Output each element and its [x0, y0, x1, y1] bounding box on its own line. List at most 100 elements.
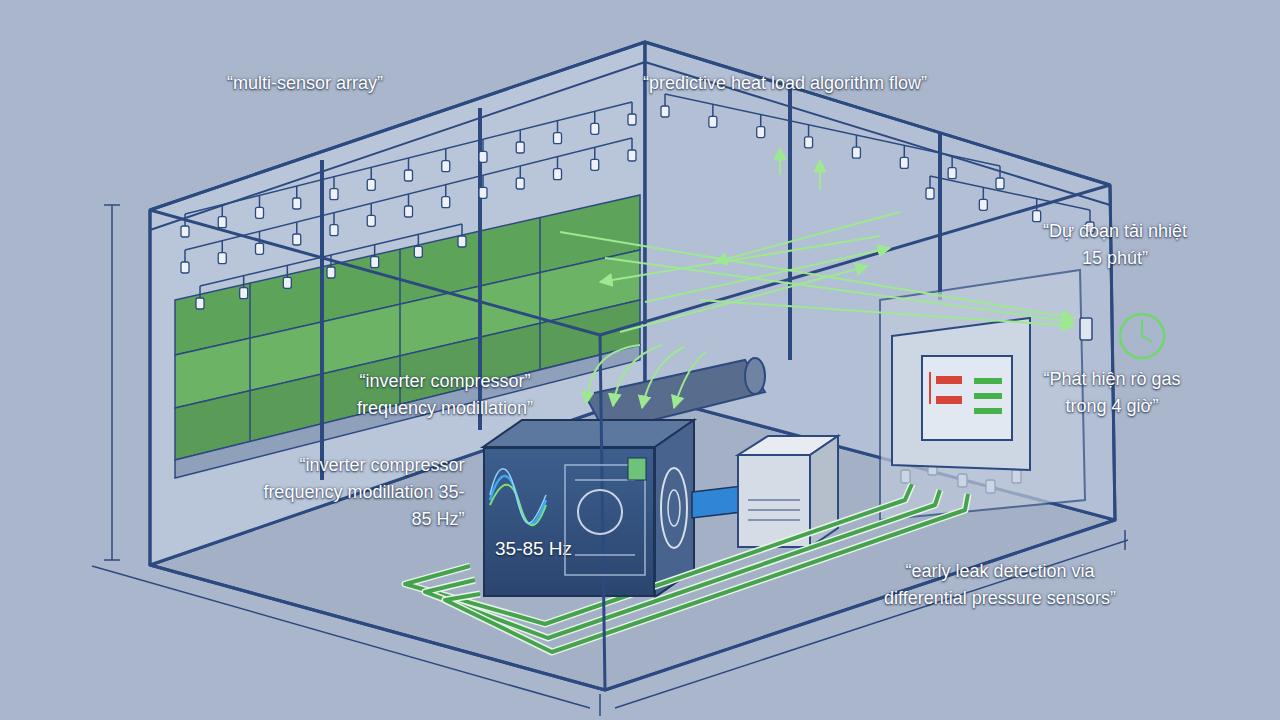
sensor-wire — [482, 139, 484, 151]
sensor-body — [327, 267, 335, 278]
sensor — [628, 102, 636, 125]
sensor-wire — [904, 145, 906, 157]
sensor — [709, 104, 717, 127]
sensor-body — [218, 217, 226, 228]
sensor-wire — [445, 149, 447, 161]
sensor-body — [240, 288, 248, 299]
sensor-wire — [760, 115, 762, 127]
sensor-body — [330, 225, 338, 236]
ceiling-rail — [150, 62, 645, 230]
compressor-side — [655, 420, 694, 597]
sensor-body — [591, 159, 599, 170]
shelf-divider — [539, 218, 541, 377]
sensor — [516, 166, 524, 189]
sensor-body — [805, 137, 813, 148]
sensor-wire — [557, 157, 559, 169]
clock-hand — [1141, 320, 1143, 336]
sensor-body — [900, 157, 908, 168]
sensor-body — [256, 243, 264, 254]
callout-label: “inverter compressor” frequency modillat… — [345, 368, 545, 422]
status-bar — [974, 378, 1002, 384]
sensor — [852, 135, 860, 158]
sensor-wire — [482, 175, 484, 187]
dimension-line — [615, 540, 1128, 708]
sensor — [218, 241, 226, 264]
sensor-body — [479, 187, 487, 198]
sensor-wire — [296, 222, 298, 234]
sensor — [330, 213, 338, 236]
sensor — [367, 167, 375, 190]
top-edge — [150, 42, 645, 210]
sensor-body — [709, 116, 717, 127]
unit-vent — [748, 510, 800, 511]
sensor-wire — [418, 234, 420, 246]
back-right-wall — [645, 42, 1115, 520]
sensor-wire — [557, 121, 559, 133]
sensor — [979, 187, 987, 210]
sensor-body — [442, 161, 450, 172]
sensor-body — [367, 179, 375, 190]
sensor-wire — [594, 147, 596, 159]
panel-wall — [880, 270, 1085, 520]
timer-icon — [1080, 314, 1164, 358]
timer-box — [1080, 318, 1092, 340]
fan-hub — [668, 490, 680, 526]
post — [320, 160, 324, 480]
sensor-wire — [445, 185, 447, 197]
sensor-body — [405, 206, 413, 217]
sensor — [948, 156, 956, 179]
sensor-wire — [631, 138, 633, 150]
sensor — [591, 111, 599, 134]
dimension-tick — [104, 559, 120, 561]
motor-frame — [565, 465, 645, 575]
flow-arrow — [620, 266, 868, 332]
sensor-wire — [999, 166, 1001, 178]
sensor-body — [554, 133, 562, 144]
sensor-wire — [371, 203, 373, 215]
flow-arrow — [642, 347, 684, 408]
sensor-wire — [664, 94, 666, 106]
callout-label: “multi-sensor array” — [145, 70, 465, 97]
alarm-bar — [936, 376, 962, 384]
sensor — [367, 203, 375, 226]
frequency-wave — [490, 485, 546, 526]
sensor-body — [479, 151, 487, 162]
sensor-wire — [712, 104, 714, 116]
sensor-body — [996, 178, 1004, 189]
sensor — [628, 138, 636, 161]
sensor-body — [979, 199, 987, 210]
vertical-edge — [149, 210, 152, 565]
sensor-body — [628, 114, 636, 125]
sensor — [256, 231, 264, 254]
frequency-wave — [490, 469, 546, 523]
post — [938, 133, 942, 300]
sensor-rail — [185, 102, 632, 214]
sensor-wire — [259, 195, 261, 207]
callout-label: “predictive heat load algorithm flow” — [575, 70, 995, 97]
sensor — [926, 176, 934, 199]
sensor-body — [367, 215, 375, 226]
sensor-wire — [371, 167, 373, 179]
flow-arrow — [605, 258, 1074, 322]
sensor — [757, 115, 765, 138]
frequency-wave — [490, 476, 546, 524]
flow-arrow — [560, 232, 1074, 318]
sensor-body — [591, 123, 599, 134]
sensor — [371, 245, 379, 268]
sensor-wire — [594, 111, 596, 123]
bottom-edge — [150, 565, 605, 690]
flow-arrow — [674, 352, 706, 408]
sensor — [479, 175, 487, 198]
callout-label: “Dự đoạn tải nhiệt 15 phút” — [1038, 218, 1193, 272]
sensor-wire — [856, 135, 858, 147]
top-edge — [150, 210, 600, 335]
sensor — [181, 250, 189, 273]
clock-face — [1120, 314, 1164, 358]
sensor-wire — [408, 194, 410, 206]
dimension-tick — [104, 204, 120, 206]
sensor-body — [516, 142, 524, 153]
sensor-wire — [222, 241, 224, 253]
